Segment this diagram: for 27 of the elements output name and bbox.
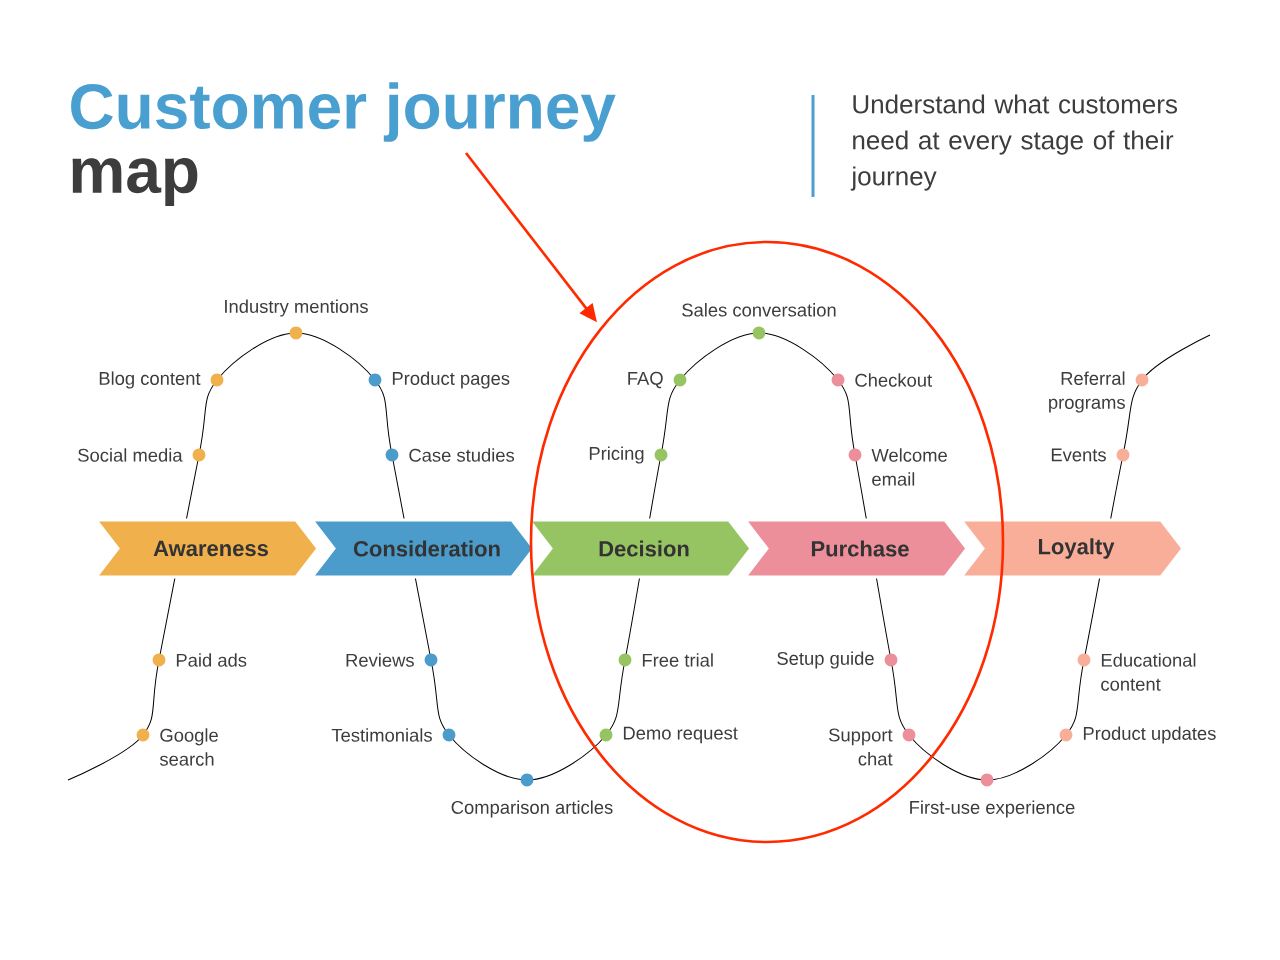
touchpoint-label: Welcome email — [871, 448, 947, 486]
title: Customer journey — [71, 82, 616, 142]
touchpoint-label: Educational content — [1101, 653, 1196, 691]
touchpoint-label: First-use experience — [910, 800, 1075, 818]
touchpoint-label: Comparison articles — [451, 800, 613, 818]
touchpoint-label: Pricing — [589, 446, 644, 464]
touchpoint-label: Reviews — [346, 653, 414, 667]
touchpoint-label: Product updates — [1083, 726, 1216, 744]
title: map — [72, 158, 198, 206]
touchpoint-label: Referral programs — [1049, 371, 1125, 413]
subtitle: Understand what customers need at every stage of their journey — [850, 94, 1177, 191]
touchpoint-label: Setup guide — [777, 651, 874, 669]
touchpoint-label: Free trial — [642, 653, 713, 667]
touchpoint-label: Blog content — [99, 371, 201, 389]
touchpoint-label: FAQ — [628, 371, 663, 389]
touchpoint-label: Google search — [159, 728, 218, 766]
touchpoint-label: Support chat — [829, 728, 893, 766]
touchpoint-label: Industry mentions — [225, 299, 368, 317]
touchpoint-label: Case studies — [409, 448, 515, 462]
touchpoint-label: Testimonials — [331, 728, 432, 742]
touchpoint-label: Sales conversation — [682, 303, 836, 317]
touchpoint-label: Social media — [78, 448, 183, 462]
touchpoint-label: Product pages — [392, 371, 510, 389]
touchpoint-label: Checkout — [855, 373, 932, 387]
touchpoint-label: Demo request — [623, 726, 738, 744]
touchpoint-label: Events — [1051, 448, 1106, 462]
touchpoint-label: Paid ads — [176, 653, 247, 667]
